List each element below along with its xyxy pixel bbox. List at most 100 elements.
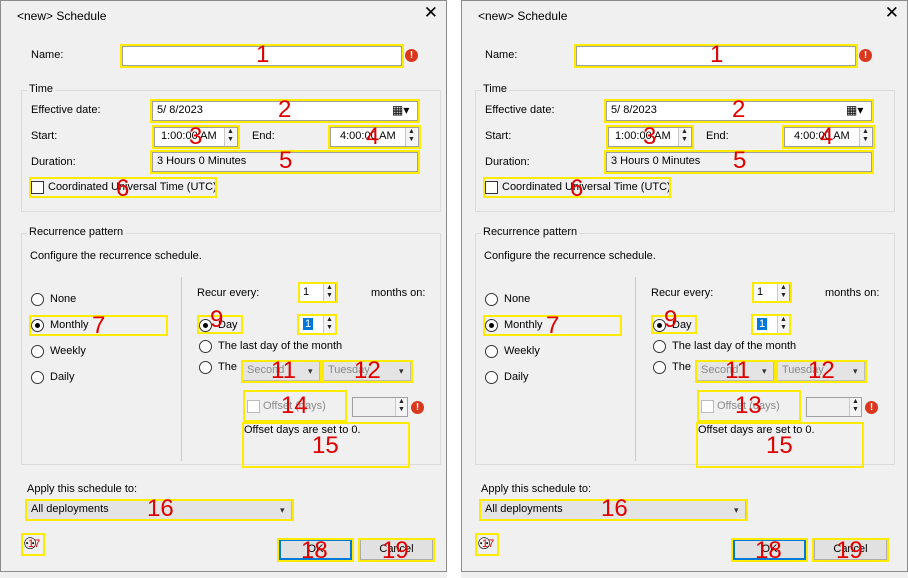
ok-button[interactable]: OK <box>733 539 806 560</box>
calendar-icon[interactable]: ▦▾ <box>392 103 410 117</box>
weekly-radio[interactable] <box>485 345 498 358</box>
users-icon[interactable]: ⚇ <box>23 536 38 553</box>
apply-value: All deployments <box>31 503 109 515</box>
effective-date-value: 5/ 8/2023 <box>611 104 657 116</box>
end-time-input[interactable]: 4:00:00 AM <box>330 127 419 147</box>
none-radio[interactable] <box>31 293 44 306</box>
offset-checkbox[interactable] <box>247 400 260 413</box>
duration-value: 3 Hours 0 Minutes <box>606 152 872 172</box>
day-label: Day <box>218 319 238 331</box>
day-value: 1 <box>757 318 768 330</box>
the-radio[interactable] <box>199 361 212 374</box>
monthly-radio[interactable] <box>485 319 498 332</box>
effective-date-picker[interactable]: 5/ 8/2023 <box>606 101 872 121</box>
day-spinner[interactable]: ▲▼ <box>777 316 789 334</box>
utc-label: Coordinated Universal Time (UTC) <box>502 181 671 193</box>
months-on-label: months on: <box>371 287 426 299</box>
day-radio[interactable] <box>653 319 666 332</box>
duration-label: Duration: <box>485 156 530 168</box>
time-group <box>475 90 895 212</box>
offset-input[interactable] <box>806 397 862 417</box>
offset-spinner[interactable]: ▲▼ <box>395 398 407 416</box>
effective-date-picker[interactable]: 5/ 8/2023 <box>152 101 418 121</box>
effective-date-label: Effective date: <box>485 104 555 116</box>
months-on-label: months on: <box>825 287 880 299</box>
apply-select[interactable]: All deployments <box>26 500 292 520</box>
end-label: End: <box>252 130 275 142</box>
start-time-spinner[interactable]: ▲▼ <box>224 128 236 146</box>
offset-label: Offset (days) <box>717 400 780 412</box>
warning-icon: ! <box>859 49 872 62</box>
offset-note: Offset days are set to 0. <box>244 424 361 436</box>
weekday-select[interactable]: Tuesday <box>777 361 865 381</box>
recur-every-spinner[interactable]: ▲▼ <box>323 284 335 302</box>
ok-button[interactable]: OK <box>279 539 352 560</box>
utc-checkbox[interactable] <box>485 181 498 194</box>
start-time-input[interactable]: 1:00:00 AM <box>154 127 238 147</box>
warning-icon: ! <box>865 401 878 414</box>
effective-date-label: Effective date: <box>31 104 101 116</box>
daily-radio[interactable] <box>31 371 44 384</box>
utc-checkbox[interactable] <box>31 181 44 194</box>
end-label: End: <box>706 130 729 142</box>
the-label: The <box>672 361 691 373</box>
name-label: Name: <box>485 49 518 61</box>
duration-value: 3 Hours 0 Minutes <box>152 152 418 172</box>
end-time-spinner[interactable]: ▲▼ <box>405 128 417 146</box>
day-label: Day <box>672 319 692 331</box>
offset-input[interactable] <box>352 397 408 417</box>
last-day-radio[interactable] <box>653 340 666 353</box>
cancel-button[interactable]: Cancel <box>360 539 433 560</box>
divider <box>635 277 636 461</box>
weekday-select[interactable]: Tuesday <box>323 361 411 381</box>
daily-radio[interactable] <box>485 371 498 384</box>
day-radio[interactable] <box>199 319 212 332</box>
day-spinner[interactable]: ▲▼ <box>323 316 335 334</box>
close-icon[interactable]: ✕ <box>884 3 899 22</box>
chevron-down-icon: ▾ <box>762 366 767 376</box>
dialog-title: <new> Schedule <box>17 9 107 23</box>
start-time-spinner[interactable]: ▲▼ <box>678 128 690 146</box>
schedule-dialog-right: <new> Schedule ✕ Name: ! Time Effective … <box>461 0 908 572</box>
daily-label: Daily <box>504 371 529 383</box>
last-day-radio[interactable] <box>199 340 212 353</box>
apply-label: Apply this schedule to: <box>27 483 138 495</box>
time-group-label: Time <box>27 83 56 95</box>
monthly-radio[interactable] <box>31 319 44 332</box>
chevron-down-icon: ▾ <box>308 366 313 376</box>
warning-icon: ! <box>411 401 424 414</box>
name-label: Name: <box>31 49 64 61</box>
schedule-dialog-left: <new> Schedule ✕ Name: ! Time Effective … <box>0 0 447 572</box>
time-group-label: Time <box>481 83 510 95</box>
calendar-icon[interactable]: ▦▾ <box>846 103 864 117</box>
chevron-down-icon: ▾ <box>734 505 739 515</box>
recur-every-label: Recur every: <box>651 287 714 299</box>
week-ordinal-value: Second <box>701 364 739 376</box>
none-label: None <box>504 293 531 305</box>
the-radio[interactable] <box>653 361 666 374</box>
recurrence-group <box>21 233 441 465</box>
end-time-spinner[interactable]: ▲▼ <box>859 128 871 146</box>
none-radio[interactable] <box>485 293 498 306</box>
name-input[interactable] <box>576 46 856 66</box>
week-ordinal-value: Second <box>247 364 285 376</box>
offset-checkbox[interactable] <box>701 400 714 413</box>
the-label: The <box>218 361 237 373</box>
cancel-button[interactable]: Cancel <box>814 539 887 560</box>
recurrence-group-label: Recurrence pattern <box>481 226 580 238</box>
recur-every-label: Recur every: <box>197 287 260 299</box>
offset-spinner[interactable]: ▲▼ <box>849 398 861 416</box>
end-time-input[interactable]: 4:00:00 AM <box>784 127 873 147</box>
close-icon[interactable]: ✕ <box>423 3 438 22</box>
monthly-label: Monthly <box>504 319 543 331</box>
users-icon[interactable]: ⚇ <box>477 536 492 553</box>
recurrence-description: Configure the recurrence schedule. <box>30 250 202 262</box>
weekly-radio[interactable] <box>31 345 44 358</box>
background-window <box>447 0 461 578</box>
recur-every-spinner[interactable]: ▲▼ <box>777 284 789 302</box>
start-label: Start: <box>485 130 512 142</box>
start-time-input[interactable]: 1:00:00 AM <box>608 127 692 147</box>
apply-select[interactable]: All deployments <box>480 500 746 520</box>
name-input[interactable] <box>122 46 402 66</box>
weekly-label: Weekly <box>504 345 540 357</box>
